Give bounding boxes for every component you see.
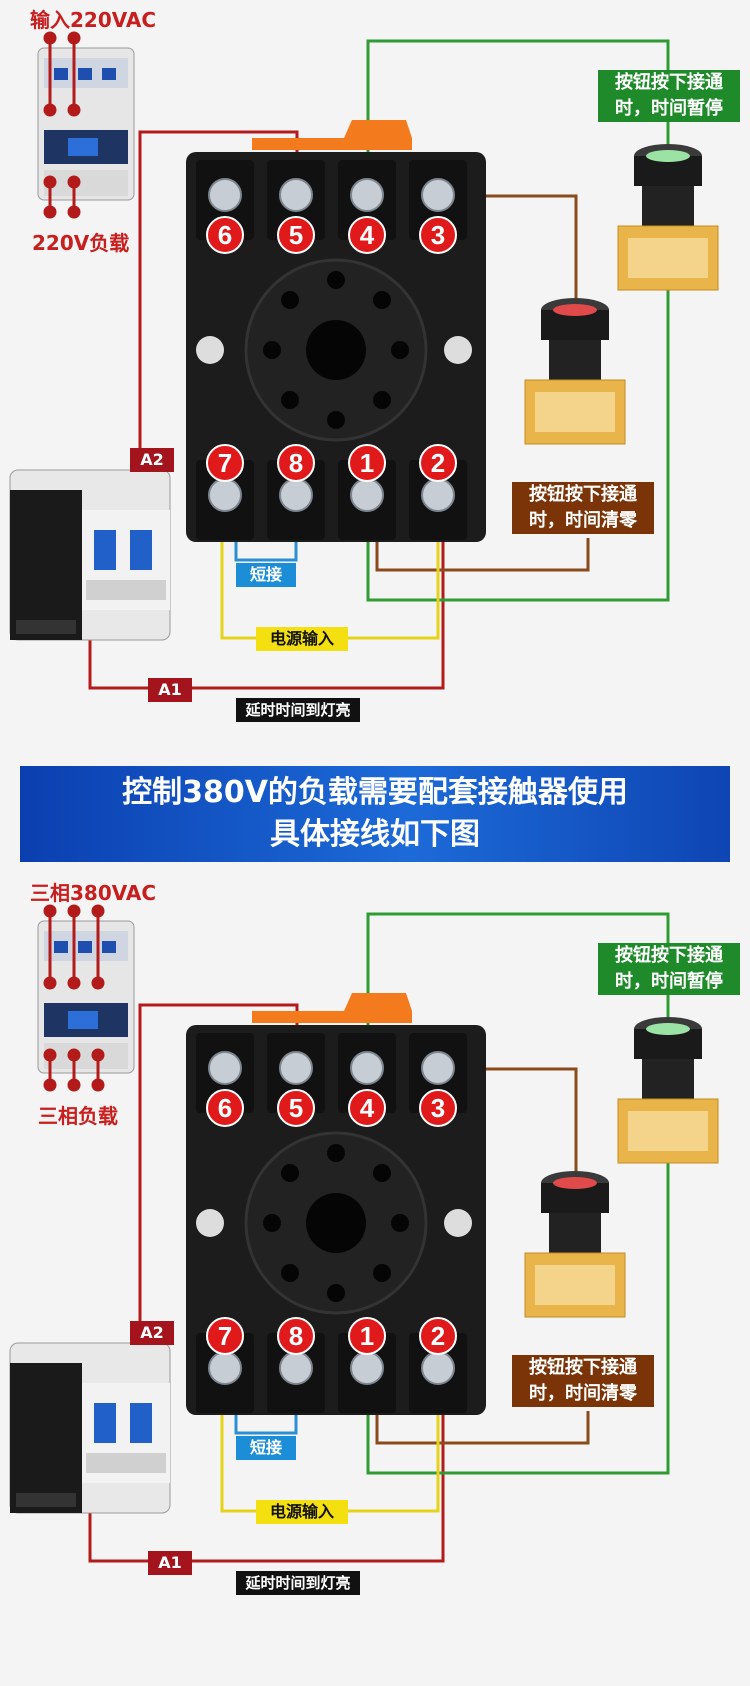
terminal-5: 5 bbox=[289, 220, 303, 250]
wiring-section-1: 6 5 4 3 7 8 1 2 bbox=[0, 0, 750, 740]
terminal-7: 7 bbox=[218, 448, 232, 478]
terminal-4: 4 bbox=[360, 220, 375, 250]
contactor-icon bbox=[9, 1342, 171, 1514]
lamp-tag: 延时时间到灯亮 bbox=[236, 698, 360, 722]
pause-label-line-1: 按钮按下接通 bbox=[615, 72, 723, 93]
terminal-6: 6 bbox=[218, 1093, 232, 1123]
terminal-8: 8 bbox=[289, 1321, 303, 1351]
push-button-icon bbox=[524, 1171, 626, 1318]
reset-label-line-1: 按钮按下接通 bbox=[529, 1357, 637, 1378]
wiring-diagram-2: 6 5 4 3 7 8 1 2 bbox=[9, 904, 719, 1563]
terminal-2: 2 bbox=[431, 448, 445, 478]
terminal-1: 1 bbox=[360, 448, 374, 478]
reset-button-label: 按钮按下接通 时，时间清零 bbox=[512, 482, 654, 534]
terminal-8: 8 bbox=[289, 448, 303, 478]
pause-button-label: 按钮按下接通 时，时间暂停 bbox=[598, 70, 740, 122]
terminal-markers: 6 5 4 3 7 8 1 2 bbox=[206, 216, 457, 482]
banner-line-2: 具体接线如下图 bbox=[270, 817, 480, 852]
terminal-markers: 6 5 4 3 7 8 1 2 bbox=[206, 1089, 457, 1355]
push-button-icon bbox=[617, 144, 719, 291]
reset-button-label: 按钮按下接通 时，时间清零 bbox=[512, 1355, 654, 1407]
a1-tag: A1 bbox=[148, 678, 192, 702]
push-button-icon bbox=[617, 1017, 719, 1164]
power-input-tag: 电源输入 bbox=[256, 1500, 348, 1524]
terminal-6: 6 bbox=[218, 220, 232, 250]
reset-label-line-1: 按钮按下接通 bbox=[529, 484, 637, 505]
contactor-icon bbox=[9, 469, 171, 641]
pause-button-label: 按钮按下接通 时，时间暂停 bbox=[598, 943, 740, 995]
terminal-2: 2 bbox=[431, 1321, 445, 1351]
load-label: 三相负载 bbox=[38, 1104, 118, 1128]
pause-label-line-1: 按钮按下接通 bbox=[615, 945, 723, 966]
lamp-tag: 延时时间到灯亮 bbox=[236, 1571, 360, 1595]
wiring-diagram-1: 6 5 4 3 7 8 1 2 bbox=[9, 31, 719, 690]
terminal-3: 3 bbox=[431, 1093, 445, 1123]
terminal-5: 5 bbox=[289, 1093, 303, 1123]
push-button-icon bbox=[524, 298, 626, 445]
supply-label: 三相380VAC bbox=[30, 881, 157, 905]
terminal-7: 7 bbox=[218, 1321, 232, 1351]
short-tag: 短接 bbox=[236, 1436, 296, 1460]
terminal-3: 3 bbox=[431, 220, 445, 250]
load-label: 220V负载 bbox=[32, 231, 130, 255]
terminal-1: 1 bbox=[360, 1321, 374, 1351]
relay-socket-icon bbox=[186, 993, 486, 1415]
wiring-section-2: 6 5 4 3 7 8 1 2 bbox=[0, 873, 750, 1613]
relay-socket-icon bbox=[186, 120, 486, 542]
pause-label-line-2: 时，时间暂停 bbox=[615, 98, 723, 119]
pause-label-line-2: 时，时间暂停 bbox=[615, 971, 723, 992]
power-input-tag: 电源输入 bbox=[256, 627, 348, 651]
contactor-icon bbox=[37, 47, 135, 201]
contactor-icon bbox=[37, 920, 135, 1074]
terminal-4: 4 bbox=[360, 1093, 375, 1123]
pause-button-wire bbox=[366, 912, 670, 1475]
banner: 控制380V的负载需要配套接触器使用 具体接线如下图 bbox=[20, 766, 730, 862]
a2-tag: A2 bbox=[130, 1321, 174, 1345]
banner-line-1: 控制380V的负载需要配套接触器使用 bbox=[122, 775, 628, 810]
a1-tag: A1 bbox=[148, 1551, 192, 1575]
short-tag: 短接 bbox=[236, 563, 296, 587]
a2-tag: A2 bbox=[130, 448, 174, 472]
supply-label: 输入220VAC bbox=[30, 8, 157, 32]
reset-label-line-2: 时，时间清零 bbox=[529, 510, 637, 531]
reset-label-line-2: 时，时间清零 bbox=[529, 1383, 637, 1404]
pause-button-wire bbox=[366, 39, 670, 602]
